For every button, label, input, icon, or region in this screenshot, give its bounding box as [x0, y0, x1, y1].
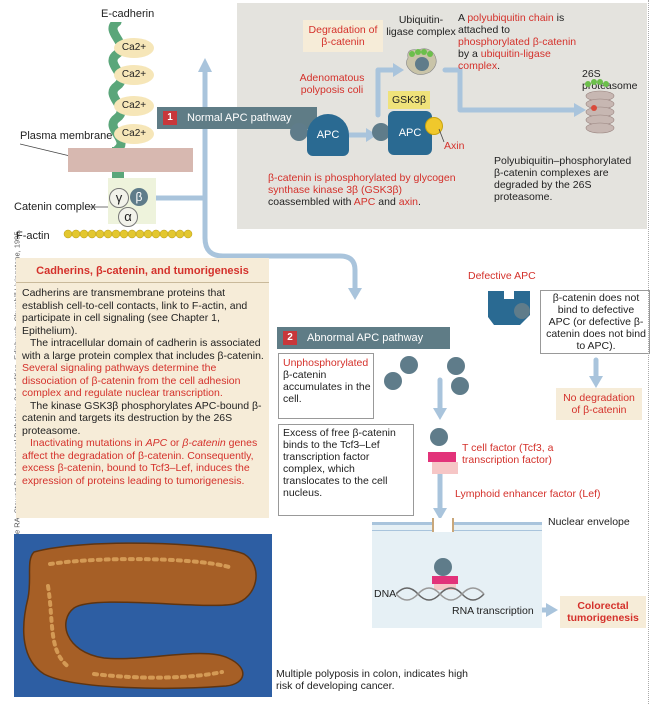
apc-protein-1: APC: [307, 114, 349, 156]
abnormal-apc-pathway-label: 2 Abnormal APC pathway: [277, 327, 450, 349]
pathway-number-1: 1: [163, 111, 177, 125]
axin-label: Axin: [444, 140, 465, 152]
textbox-body: Cadherins are transmembrane proteins tha…: [22, 287, 264, 487]
lef-nucleus: [434, 584, 456, 590]
axin-leader: [438, 128, 445, 143]
textbox-paragraph-1: Cadherins are transmembrane proteins tha…: [22, 287, 248, 337]
ca-ion-4: Ca2+: [114, 124, 154, 144]
defective-apc-note-box: [540, 290, 650, 354]
nuclear-pore: [432, 518, 454, 532]
textbox-title: Cadherins, β-catenin, and tumorigenesis: [36, 265, 249, 277]
polyubiquitin-description: A polyubiquitin chain is attached to pho…: [458, 12, 577, 72]
nuclear-envelope-label: Nuclear envelope: [548, 516, 630, 528]
no-degradation-box: No degradation of β-catenin: [556, 388, 642, 420]
proteasome-26s: [585, 79, 615, 134]
excess-beta-catenin-box: [278, 424, 414, 516]
e-cadherin-label: E-cadherin: [101, 8, 155, 20]
f-actin-filament: [63, 229, 193, 239]
ca-ion-3: Ca2+: [114, 96, 154, 116]
tcf3-factor: [428, 452, 456, 462]
tcell-factor-label: T cell factor (Tcf3, a transcription fac…: [462, 442, 554, 466]
photo-caption: Multiple polyposis in colon, indicates h…: [276, 668, 469, 692]
plasma-membrane: [68, 148, 193, 172]
pathway-title: Normal APC pathway: [187, 112, 292, 124]
gamma-catenin: γ: [109, 188, 129, 208]
plasma-membrane-label: Plasma membrane: [20, 130, 113, 142]
lef-label: Lymphoid enhancer factor (Lef): [455, 488, 601, 500]
nuclear-envelope-line-inner: [372, 530, 542, 531]
degraded-by-proteasome-description: Polyubiquitin–phosphorylated β-catenin c…: [494, 155, 632, 203]
lef-factor: [432, 462, 458, 474]
axin-protein: [425, 117, 443, 135]
defective-apc-note: β-catenin does not bind to defective APC…: [546, 292, 646, 352]
apc-protein-2: APC: [388, 111, 432, 155]
normal-apc-pathway-label: 1 Normal APC pathway: [157, 107, 317, 129]
beta-catenin-normal-2: [372, 123, 390, 141]
page-edge-rule: [648, 0, 649, 704]
dna-label: DNA: [374, 588, 397, 600]
excess-beta-catenin-text: Excess of free β-catenin binds to the Tc…: [283, 427, 396, 499]
textbox-paragraph-3: The kinase GSK3β phosphorylates APC-boun…: [22, 399, 262, 437]
pathway-title-2: Abnormal APC pathway: [307, 332, 424, 344]
free-beta-catenin-2: [384, 372, 402, 390]
textbox-title-rule: [16, 282, 269, 283]
free-beta-catenin-3: [447, 357, 465, 375]
textbox-paragraph-4: Inactivating mutations in APC or β-caten…: [22, 437, 258, 487]
tumorigenesis-textbox: [16, 258, 269, 518]
free-beta-catenin-4: [451, 377, 469, 395]
beta-catenin-bound: [430, 428, 448, 446]
beta-catenin-nucleus: [434, 558, 452, 576]
degradation-of-beta-catenin: Degradation of β-catenin: [303, 20, 383, 52]
pathway-number-2: 2: [283, 331, 297, 345]
beta-catenin-normal-1: [290, 123, 308, 141]
defective-apc-protein: [488, 291, 530, 325]
defective-apc-label: Defective APC: [468, 270, 536, 282]
apc-full-name: Adenomatous polyposis coli: [299, 72, 365, 96]
catenin-complex-leader: [90, 206, 108, 208]
textbox-paragraph-2: The intracellular domain of cadherin is …: [22, 337, 264, 399]
f-actin-label: F-actin: [16, 230, 50, 242]
gsk3b-kinase: GSK3β: [388, 91, 430, 109]
colorectal-tumorigenesis-box: Colorectal tumorigenesis: [560, 596, 646, 628]
free-beta-catenin-1: [400, 356, 418, 374]
colon-photograph: [14, 534, 272, 697]
beta-catenin-membrane: β: [130, 188, 148, 206]
dna-helix: [396, 587, 485, 601]
ubiquitin-ligase-complex: [406, 48, 437, 75]
nuclear-envelope-line: [372, 522, 542, 525]
tcf3-nucleus: [432, 576, 458, 584]
rna-transcription-label: RNA transcription: [452, 605, 534, 617]
catenin-complex-label: Catenin complex: [14, 201, 96, 213]
ubiquitin-ligase-complex-label: Ubiquitin-ligase complex: [386, 14, 456, 38]
unphosphorylated-box: [278, 353, 374, 419]
ca-ion-1: Ca2+: [114, 38, 154, 58]
phosphorylation-description: β-catenin is phosphorylated by glycogen …: [268, 172, 456, 208]
ca-ion-2: Ca2+: [114, 65, 154, 85]
plasma-membrane-leader: [20, 143, 71, 157]
alpha-catenin: α: [118, 207, 138, 227]
